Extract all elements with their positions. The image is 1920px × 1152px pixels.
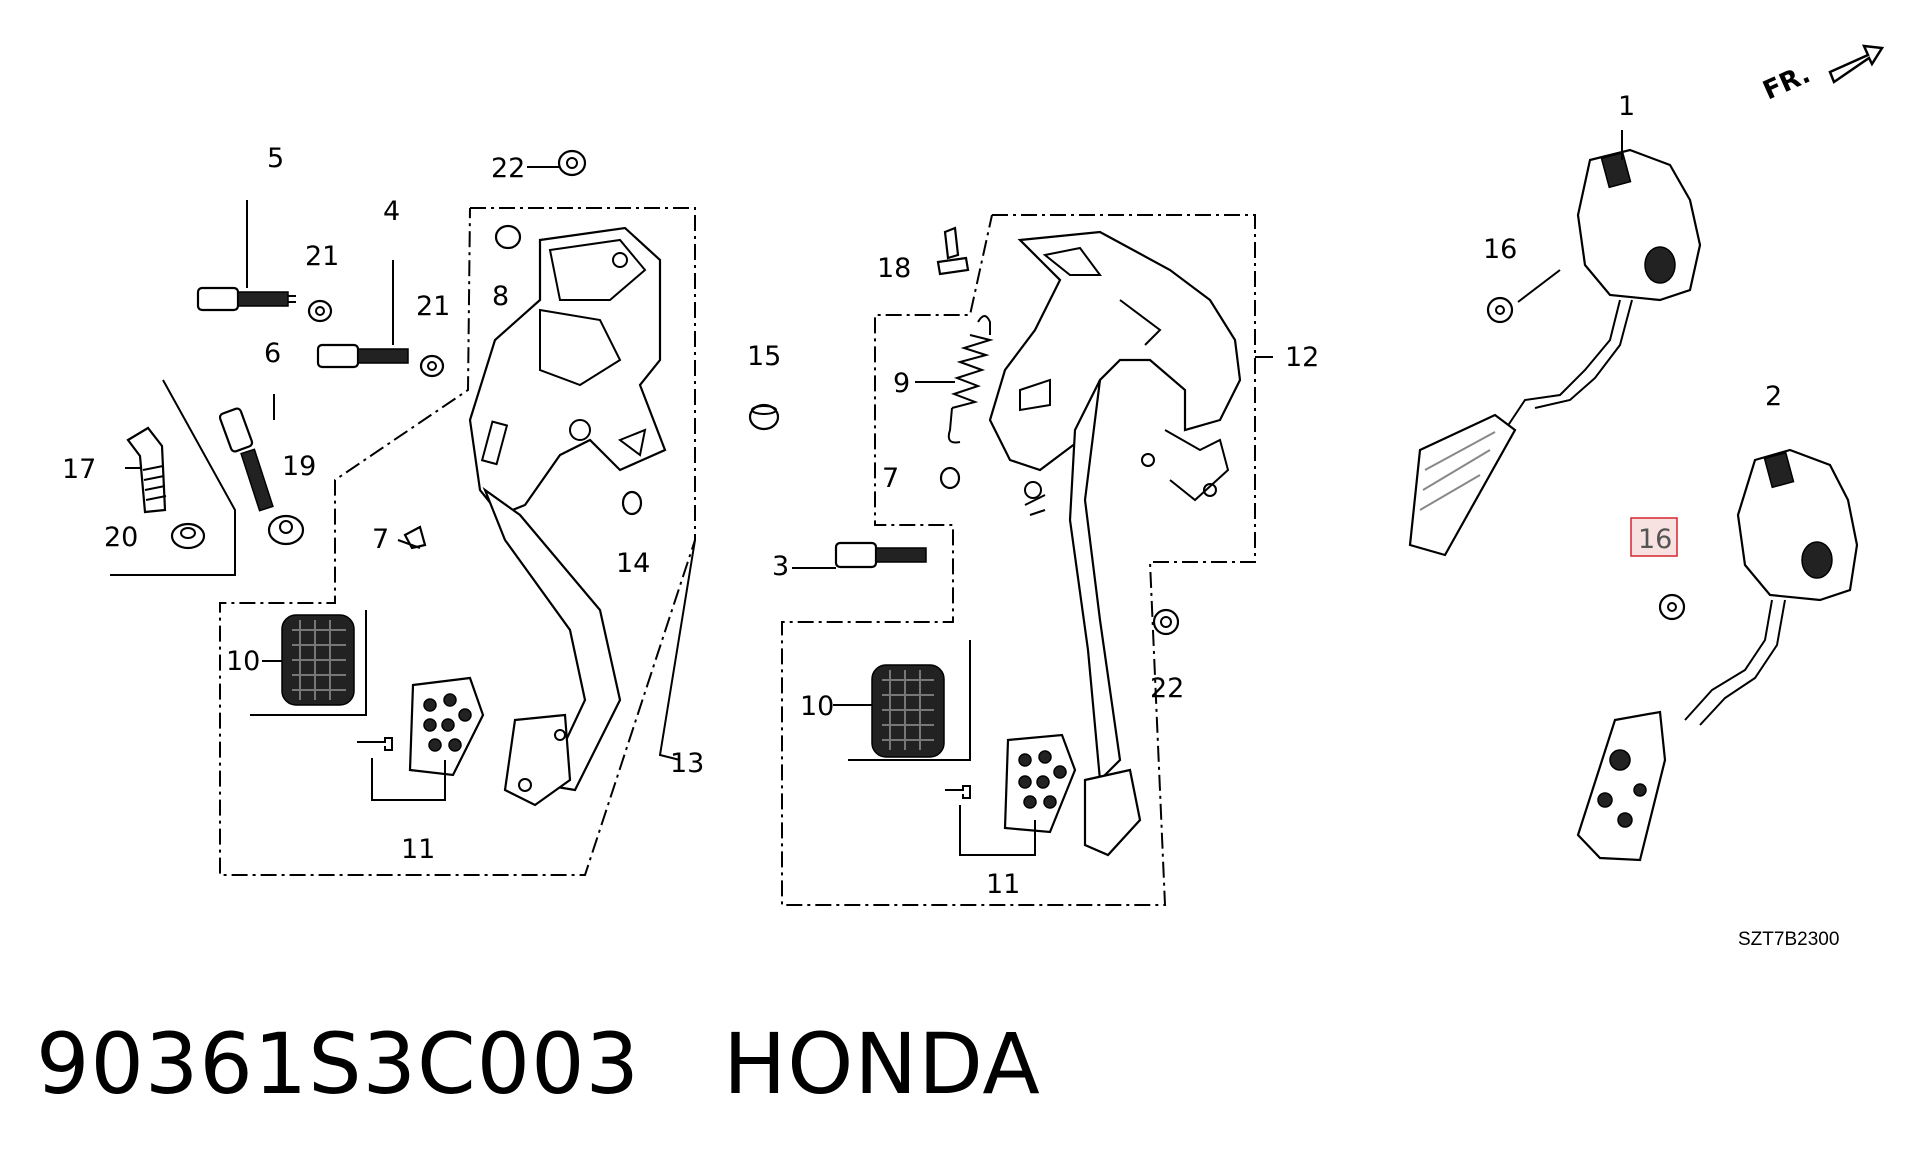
nut-21b [419,354,445,378]
callout-8: 8 [492,281,509,312]
callout-7b: 7 [882,463,899,494]
callout-10b: 10 [800,691,834,722]
brake-pedal-assembly [781,214,1256,906]
leader-lines [125,130,1623,706]
switch-6 [218,407,274,512]
callout-9: 9 [893,368,910,399]
callout-6: 6 [264,338,281,369]
clip-7b [939,466,961,490]
callout-10a: 10 [226,646,260,677]
callout-16a: 16 [1483,234,1517,265]
nut-16a [1486,296,1514,324]
callout-13: 13 [670,748,704,779]
callout-12: 12 [1285,342,1319,373]
callout-7a: 7 [372,524,389,555]
callout-17: 17 [62,454,96,485]
footer-caption: 90361S3C003 HONDA [36,1015,1041,1113]
switch-4 [316,343,409,369]
callout-labels: 1 2 3 4 5 6 7 7 8 9 10 10 11 11 12 13 14… [62,91,1782,900]
callout-4: 4 [383,196,400,227]
callout-11b: 11 [986,869,1020,900]
switch-5 [196,286,296,312]
diagram-reference-code: SZT7B2300 [1738,929,1839,950]
bolt-18 [936,226,970,276]
callout-16b: 16 [1638,524,1672,555]
accelerator-pedal-1 [1408,148,1702,557]
pedal-pad-11a [357,676,485,777]
front-direction-indicator: FR. [1759,44,1885,106]
nut-19 [267,514,305,546]
switch-3 [834,541,927,569]
bolt-17 [126,426,167,514]
nut-14 [621,490,643,516]
spring-9 [947,315,994,444]
nut-16b [1658,593,1686,621]
callout-11a: 11 [401,834,435,865]
clip-15 [748,403,780,431]
callout-18: 18 [877,253,911,284]
nut-21a [307,299,333,323]
callout-22a: 22 [491,153,525,184]
callout-15: 15 [747,341,781,372]
highlight-box-16 [1630,517,1678,557]
callout-2: 2 [1765,381,1782,412]
callout-5: 5 [267,143,284,174]
nut-20 [170,522,206,550]
pedal-pad-10a [250,610,367,716]
callout-20: 20 [104,522,138,553]
front-arrow-icon [1828,44,1885,84]
brand-name: HONDA [723,1015,1041,1113]
clutch-pedal-assembly [219,207,696,876]
nut-22a [557,149,587,177]
callout-14: 14 [616,548,650,579]
callout-21a: 21 [305,241,339,272]
part-number: 90361S3C003 [36,1015,640,1113]
pedal-pad-10b [848,640,971,761]
callout-3: 3 [772,551,789,582]
clip-8 [494,224,522,250]
callout-1: 1 [1618,91,1635,122]
nut-22b [1152,608,1180,636]
accelerator-pedal-2 [1576,448,1859,862]
callout-21b: 21 [416,291,450,322]
callout-19: 19 [282,451,316,482]
clip-7a [403,525,427,550]
front-label: FR. [1759,59,1815,106]
pedal-pad-11b [945,733,1077,834]
callout-22b: 22 [1150,673,1184,704]
